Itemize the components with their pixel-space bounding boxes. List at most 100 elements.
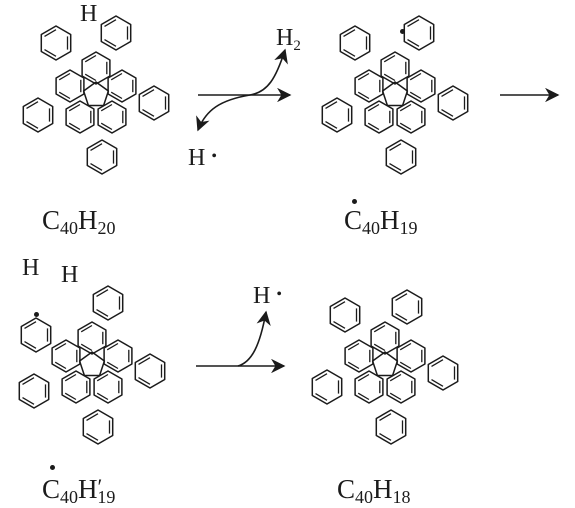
molecule-c40h20-double-bond — [90, 163, 103, 171]
molecule-c40h19-prime-core-ring — [61, 370, 91, 404]
molecule-c40h19-core-ring — [396, 100, 426, 134]
formula-c-count: 40 — [355, 487, 374, 507]
molecule-c40h20-benzo-ring — [100, 15, 132, 51]
molecule-c40h19-benzo-ring — [321, 97, 353, 133]
radical-dot: • — [211, 148, 217, 165]
molecule-c40h20-benzo-ring — [40, 25, 72, 61]
atom-h: H — [61, 262, 79, 288]
molecule-c40h20-pentagon-ring — [82, 81, 110, 107]
molecule-c40h19-double-bond — [325, 101, 338, 109]
molecule-c40h19-prime-double-bond — [54, 361, 67, 370]
molecule-c40h19-double-bond — [407, 39, 420, 47]
molecule-c40h19-double-bond — [441, 89, 454, 97]
h2-label: H2 — [276, 25, 301, 55]
h2-subscript: 2 — [293, 38, 301, 54]
molecule-c40h19-prime-double-bond — [138, 357, 151, 365]
molecule-c40h19-pentagon-ring — [381, 81, 409, 107]
molecule-c40h18-double-bond — [373, 324, 386, 333]
formula-c-count: 40 — [60, 218, 79, 238]
formula-c-count: 40 — [362, 218, 381, 238]
h-radical-label-step2: H • — [253, 283, 282, 310]
molecule-c40h19-prime-double-bond — [64, 373, 77, 382]
molecule-c40h20-double-bond — [58, 91, 71, 100]
molecule-c40h20-double-bond — [142, 89, 155, 97]
molecule-c40h20-benzo-ring — [22, 97, 54, 133]
molecule-c40h19-double-bond — [409, 72, 422, 81]
molecule-c40h19-prime-double-bond — [22, 377, 35, 385]
molecule-c40h18-benzo-ring — [329, 297, 361, 333]
molecule-c40h18-double-bond — [395, 293, 408, 301]
molecule-c40h19-prime-double-bond — [106, 342, 119, 351]
molecule-c40h20-double-bond — [44, 49, 57, 57]
molecule-c40h19-prime — [18, 285, 166, 445]
molecule-c40h19-double-bond — [399, 122, 412, 131]
molecule-c40h20-core-ring — [65, 100, 95, 134]
molecule-c40h19-prime-double-bond — [80, 343, 93, 352]
formula-h: H — [380, 205, 400, 235]
molecule-c40h19-prime-pentagon-ring — [78, 351, 106, 377]
radical-dot-molecule-c40h19 — [400, 29, 405, 34]
molecule-c40h19-double-bond — [357, 72, 370, 81]
formula-c40h18: C40H18 — [337, 474, 411, 508]
molecule-c40h19-double-bond — [383, 73, 396, 82]
molecule-c40h20-core-ring — [107, 69, 137, 103]
molecule-c40h19-double-bond — [357, 91, 370, 100]
molecule-c40h18-benzo-ring — [391, 289, 423, 325]
molecule-c40h18-benzo-ring — [427, 355, 459, 391]
molecule-c40h20-double-bond — [84, 73, 97, 82]
molecule-c40h20-double-bond — [90, 143, 103, 151]
molecule-c40h18-benzo-ring — [375, 409, 407, 445]
molecule-c40h18-double-bond — [379, 433, 392, 441]
molecule-c40h19-prime-core-ring — [51, 339, 81, 373]
molecule-c40h18-double-bond — [347, 342, 360, 351]
molecule-c40h20-core-ring — [81, 51, 111, 85]
formula-c: C — [344, 205, 363, 235]
molecule-c40h20-double-bond — [104, 19, 117, 27]
formula-h: H — [78, 474, 98, 504]
formula-h: H — [78, 205, 98, 235]
molecule-c40h19-core-ring — [364, 100, 394, 134]
molecule-c40h19-prime-double-bond — [80, 324, 93, 333]
molecule-c40h19-prime-double-bond — [96, 289, 109, 297]
molecule-c40h19-benzo-ring — [339, 25, 371, 61]
molecule-c40h20-double-bond — [100, 122, 113, 131]
radical-dot-molecule-intermediate — [34, 312, 39, 317]
molecule-c40h18-double-bond — [357, 373, 370, 382]
molecule-c40h19-prime-double-bond — [22, 397, 35, 405]
formula-prime: ′ — [97, 474, 103, 499]
formula-c40h19: C40H19 — [344, 205, 418, 239]
molecule-c40h20-double-bond — [142, 109, 155, 117]
molecule-c40h19-double-bond — [389, 163, 402, 171]
molecule-c40h20-double-bond — [58, 72, 71, 81]
molecule-c40h19-core-ring — [406, 69, 436, 103]
molecule-c40h18-core-ring — [396, 339, 426, 373]
molecule-c40h20-double-bond — [104, 39, 117, 47]
molecule-c40h18-core-ring — [370, 321, 400, 355]
arrows — [196, 48, 560, 374]
molecule-c40h20-double-bond — [84, 54, 97, 63]
molecule-c40h19-double-bond — [383, 54, 396, 63]
intermediate-h-label-2: H — [61, 262, 78, 289]
molecule-c40h18-double-bond — [389, 392, 402, 401]
molecule-c40h19-double-bond — [343, 29, 356, 37]
molecule-c40h20-double-bond — [26, 121, 39, 129]
molecule-c40h19-prime-double-bond — [54, 342, 67, 351]
formula-c: C — [42, 205, 61, 235]
molecule-c40h20-double-bond — [110, 72, 123, 81]
molecule-c40h19-prime-double-bond — [96, 373, 109, 382]
molecule-c40h18-double-bond — [333, 301, 346, 309]
molecule-c40h19-prime-benzo-ring — [134, 353, 166, 389]
molecule-c40h20-double-bond — [68, 103, 81, 112]
radical-dot: • — [276, 286, 282, 303]
molecule-c40h18-benzo-ring — [311, 369, 343, 405]
molecule-c40h19-prime-double-bond — [24, 321, 37, 329]
molecule-c40h19-prime-double-bond — [138, 377, 151, 385]
molecule-c40h18 — [311, 289, 459, 445]
radical-dot-formula-c40h19 — [352, 199, 357, 204]
formula-h-count: 20 — [97, 218, 116, 238]
molecule-c40h18-core-ring — [344, 339, 374, 373]
molecule-c40h18-double-bond — [389, 373, 402, 382]
molecule-c40h20-double-bond — [68, 122, 81, 131]
molecule-c40h19-prime-double-bond — [86, 433, 99, 441]
